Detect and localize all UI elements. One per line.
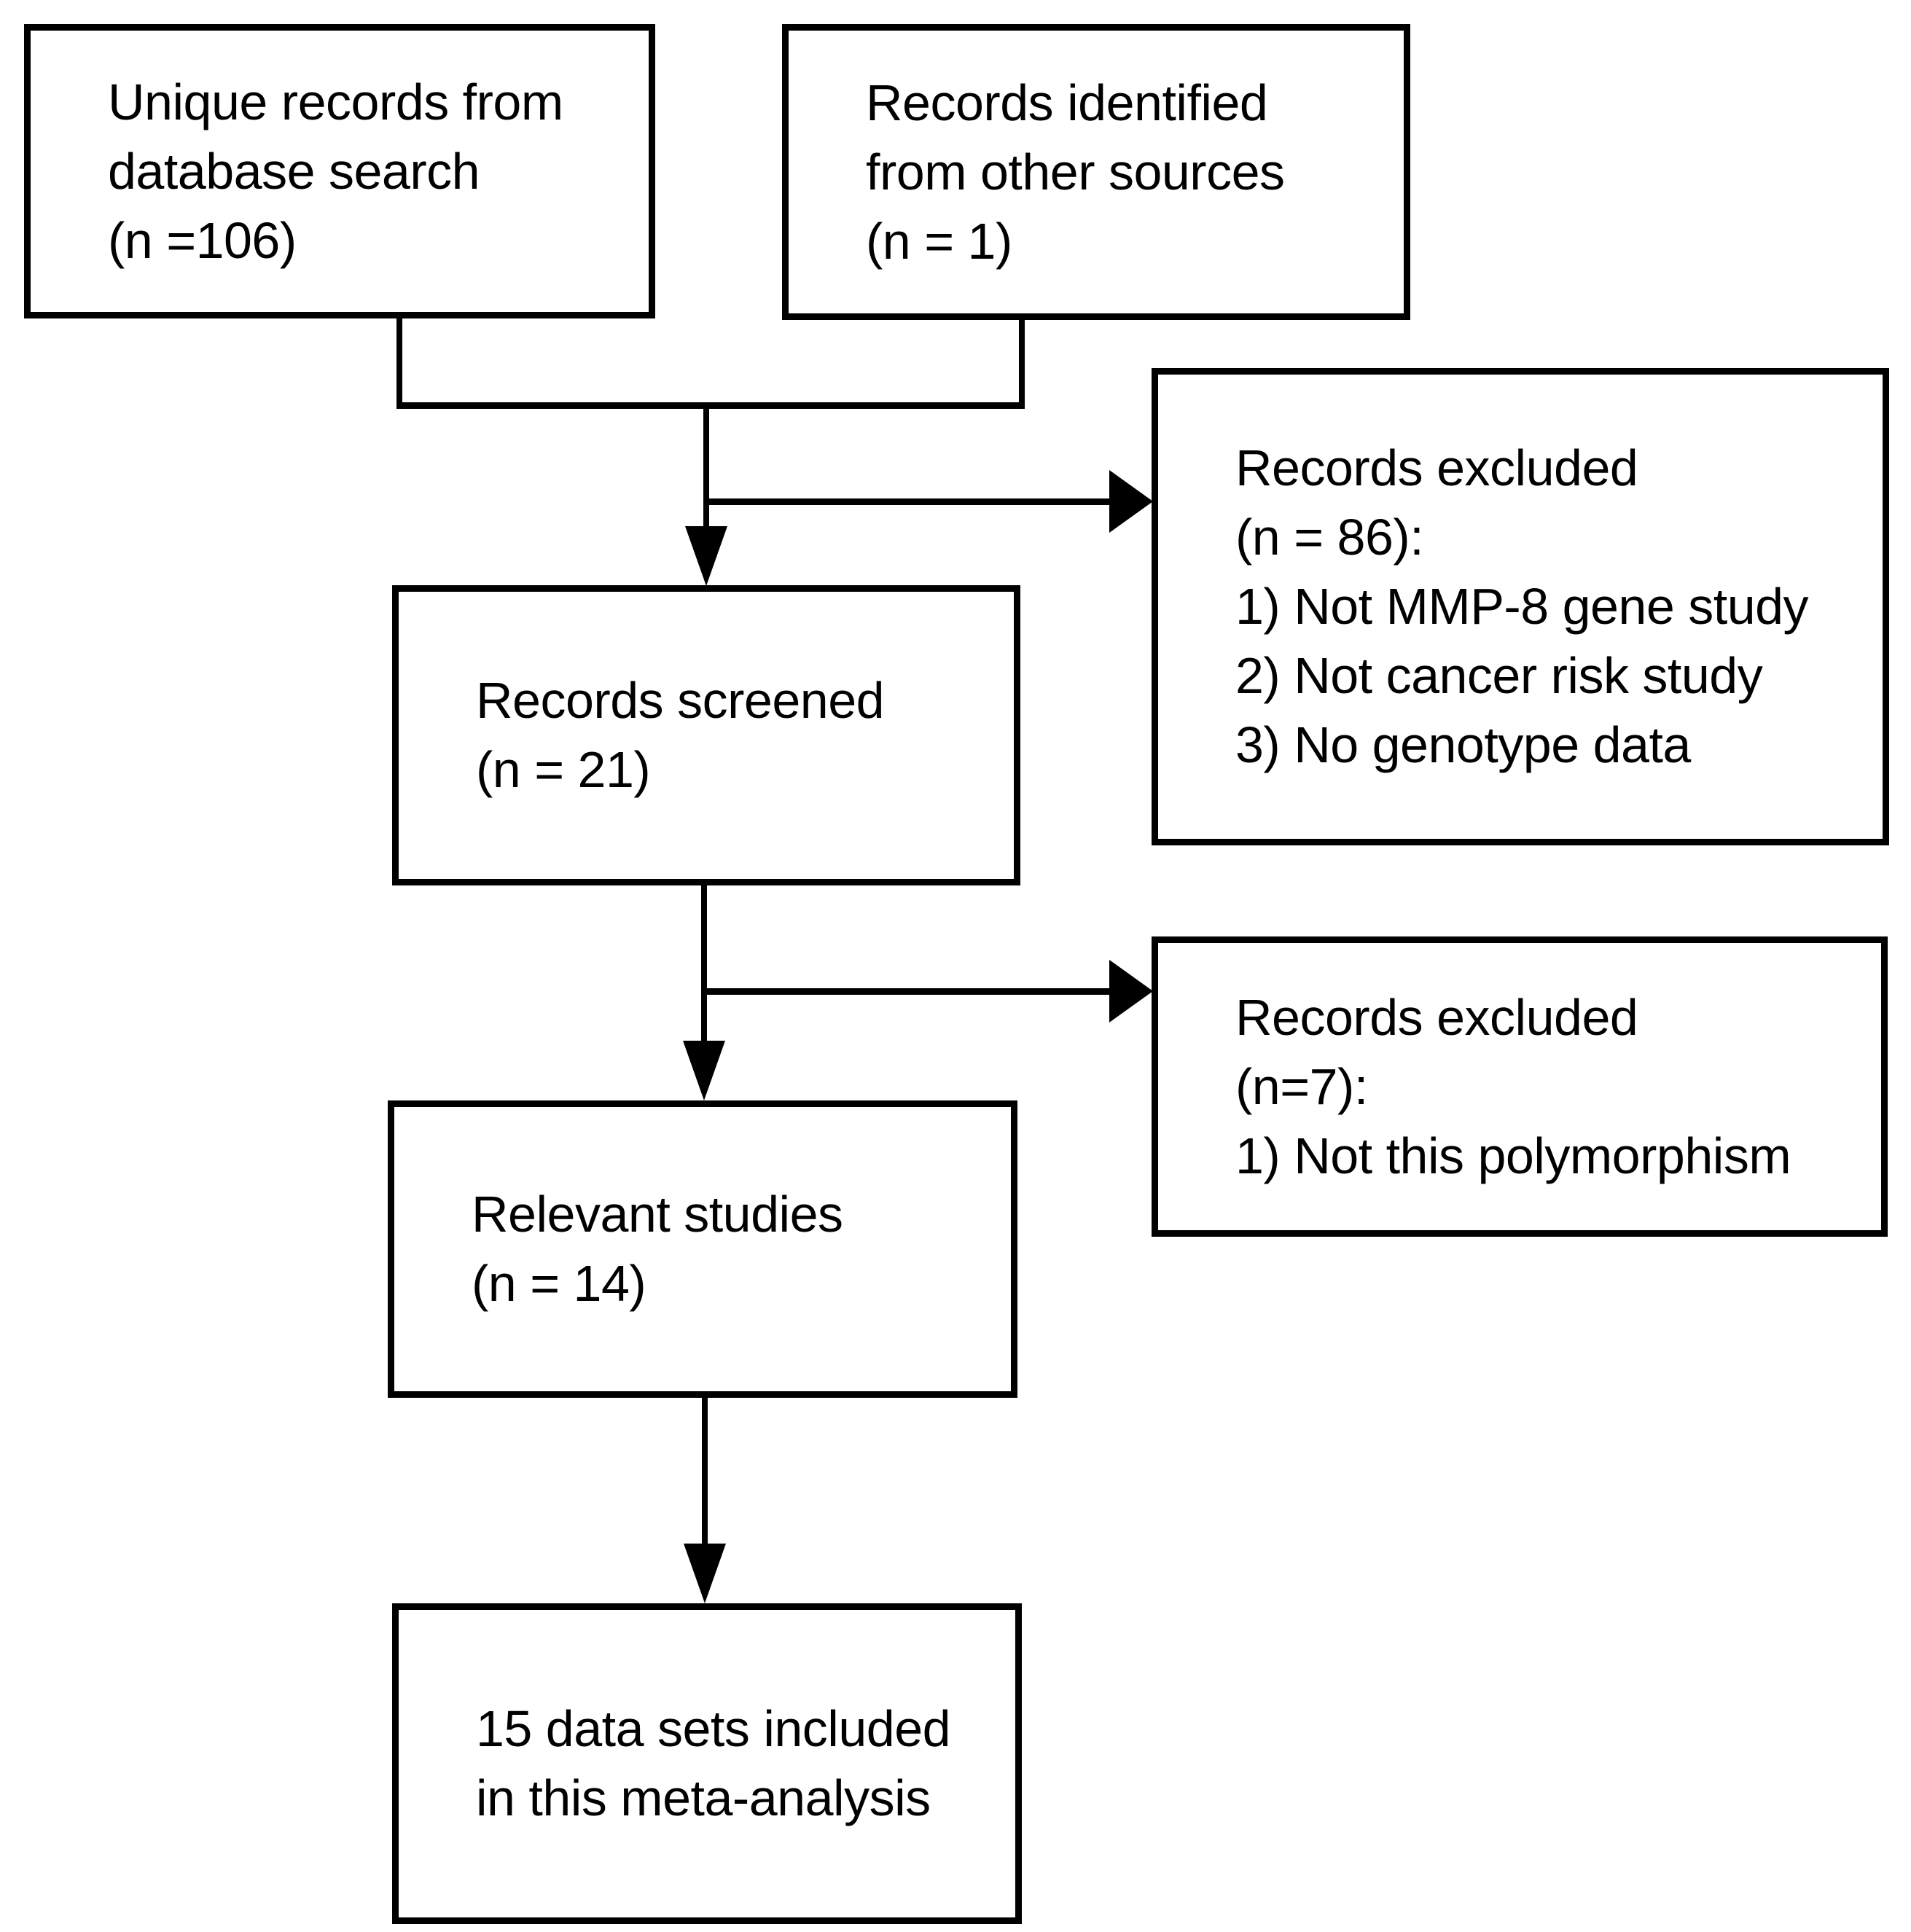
connector-line-to-excluded-relevance (701, 988, 1109, 995)
connector-line-from-other-sources (1019, 313, 1025, 409)
connector-line-to-included (702, 1394, 708, 1545)
box-text-line: (n = 14) (472, 1255, 646, 1312)
arrow-right-icon (1109, 960, 1153, 1022)
box-included: 15 data sets included in this meta-analy… (392, 1603, 1022, 1924)
box-text-line: (n =106) (108, 211, 297, 269)
box-text-line: (n = 86): (1235, 509, 1424, 566)
box-text-line: Records excluded (1235, 439, 1638, 496)
box-excluded-relevance: Records excluded (n=7): 1) Not this poly… (1152, 936, 1888, 1237)
box-text-line: Unique records from (108, 73, 563, 130)
arrow-right-icon (1109, 470, 1153, 533)
box-text-line: 2) Not cancer risk study (1235, 647, 1763, 704)
box-other-sources: Records identified from other sources (n… (782, 24, 1410, 320)
box-text-line: Records excluded (1235, 988, 1638, 1046)
connector-line-to-excluded-screening (703, 498, 1109, 505)
box-unique-records: Unique records from database search (n =… (24, 24, 655, 318)
connector-merge-bar (396, 402, 1025, 409)
box-text-line: (n=7): (1235, 1057, 1368, 1115)
arrow-down-icon (685, 526, 727, 586)
arrow-down-icon (683, 1041, 725, 1100)
box-text-line: (n = 21) (476, 741, 651, 798)
box-excluded-screening: Records excluded (n = 86): 1) Not MMP-8 … (1152, 368, 1889, 845)
box-relevant-studies: Relevant studies (n = 14) (388, 1100, 1017, 1398)
box-text-line: Records screened (476, 672, 885, 729)
connector-line-to-records-screened (703, 402, 709, 528)
box-text-line: in this meta-analysis (476, 1769, 931, 1826)
box-text-line: Records identified (866, 74, 1268, 131)
box-text-line: database search (108, 142, 480, 200)
connector-line-from-database-search (396, 313, 402, 409)
box-text-line: 1) Not this polymorphism (1235, 1127, 1791, 1184)
box-records-screened: Records screened (n = 21) (392, 585, 1020, 885)
connector-line-to-relevant-studies (701, 882, 707, 1042)
box-text-line: Relevant studies (472, 1186, 843, 1243)
box-text-line: 1) Not MMP-8 gene study (1235, 578, 1809, 635)
box-text-line: from other sources (866, 143, 1285, 200)
box-text-line: 3) No genotype data (1235, 716, 1691, 773)
box-text-line: (n = 1) (866, 212, 1012, 270)
arrow-down-icon (684, 1544, 726, 1603)
box-text-line: 15 data sets included (476, 1700, 951, 1757)
